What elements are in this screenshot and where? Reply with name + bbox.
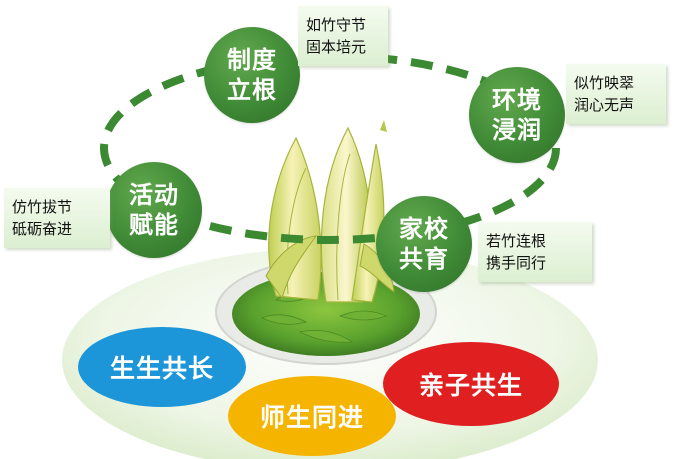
note-system: 如竹守节 固本培元 [298, 6, 388, 66]
pill-students: 生生共长 [78, 327, 246, 407]
pill-students-label: 生生共长 [109, 354, 214, 383]
node-activity-line1: 活动 [129, 181, 179, 209]
pill-teachers: 师生同进 [228, 376, 396, 456]
bamboo-shoots [265, 120, 395, 303]
note-environment-line1: 似竹映翠 [574, 74, 635, 92]
note-activity-line1: 仿竹拔节 [12, 198, 73, 216]
note-environment: 似竹映翠 润心无声 [566, 64, 666, 124]
note-homeschool-line2: 携手同行 [486, 254, 547, 272]
node-environment-line2: 浸润 [492, 116, 542, 144]
node-environment-line1: 环境 [492, 86, 542, 114]
connecting-loop [100, 52, 560, 244]
node-environment: 环境 浸润 [469, 67, 565, 163]
node-activity-line2: 赋能 [129, 211, 179, 239]
node-homeschool-line2: 共育 [399, 245, 449, 273]
pill-parents-label: 亲子共生 [418, 371, 523, 400]
note-activity: 仿竹拔节 砥砺奋进 [4, 188, 110, 248]
node-system: 制度 立根 [204, 27, 300, 123]
note-activity-line2: 砥砺奋进 [12, 220, 73, 238]
note-homeschool-line1: 若竹连根 [486, 232, 547, 250]
node-homeschool: 家校 共育 [376, 196, 472, 292]
note-system-line1: 如竹守节 [306, 16, 367, 34]
pill-teachers-label: 师生同进 [259, 403, 364, 432]
pill-parents: 亲子共生 [383, 342, 559, 426]
node-system-line1: 制度 [227, 46, 277, 74]
node-activity: 活动 赋能 [106, 162, 202, 258]
note-environment-line2: 润心无声 [574, 96, 635, 114]
note-system-line2: 固本培元 [306, 38, 367, 56]
note-homeschool: 若竹连根 携手同行 [478, 222, 592, 282]
node-system-line2: 立根 [227, 76, 277, 104]
node-homeschool-line1: 家校 [399, 215, 449, 243]
